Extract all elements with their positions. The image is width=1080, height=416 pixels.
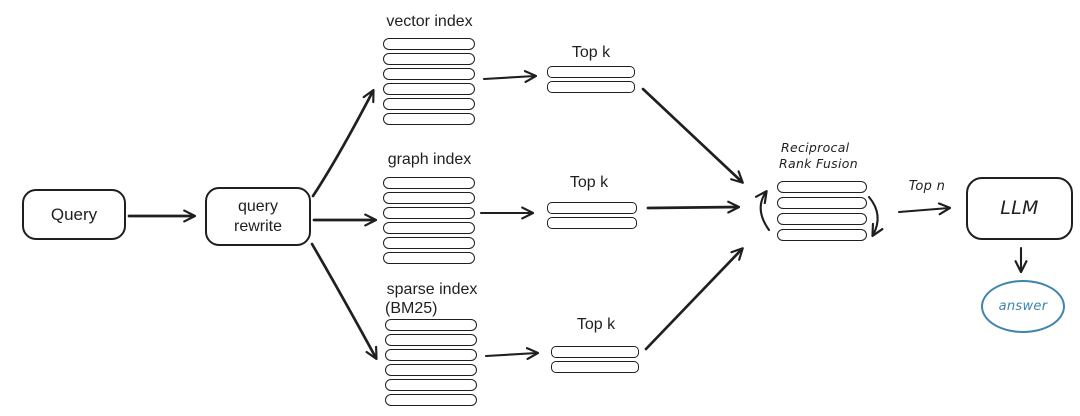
llm-node: LLM [966,177,1073,240]
rrf-cycle-arrow-left [754,190,771,232]
record-bar [385,364,477,376]
query-node: Query [22,189,126,240]
record-bar [383,207,475,219]
record-bar [385,349,477,361]
record-bar [385,394,477,406]
record-bar [383,113,475,125]
query-rewrite-label-line1: query [237,197,279,215]
record-bar [777,213,867,225]
topk-vector-stack [547,66,635,93]
graph-index-stack [383,177,475,264]
arrow-rewrite-to-sparse-index [310,242,378,361]
arrow-vector-index-to-topk [482,70,538,84]
record-bar [385,379,477,391]
record-bar [385,334,477,346]
top-n-label: Top n [908,179,946,194]
record-bar [383,222,475,234]
record-bar [383,237,475,249]
record-bar [383,252,475,264]
topk-sparse-stack [551,346,639,373]
vector-index-label: vector index [386,13,473,30]
query-rewrite-node: query rewrite [205,187,311,246]
topk-graph-stack [547,202,637,229]
arrow-sparse-index-to-topk [484,347,540,361]
record-bar [777,229,867,241]
arrow-rewrite-to-vector-index [311,88,375,198]
record-bar [551,361,639,373]
arrow-topk-graph-to-rrf [646,200,741,214]
arrow-topk-sparse-to-rrf [644,247,744,351]
query-label: Query [50,204,98,224]
record-bar [551,346,639,358]
sparse-index-label-line1: sparse index [386,281,478,298]
llm-label: LLM [1000,196,1039,219]
record-bar [383,38,475,50]
record-bar [385,319,477,331]
topk-graph-label: Top k [569,174,609,191]
record-bar [547,81,635,93]
record-bar [547,202,637,214]
graph-index-label: graph index [387,151,472,168]
rrf-stack [777,181,867,241]
arrow-topk-vector-to-rrf [641,87,744,184]
rrf-label-line2: Rank Fusion [779,156,858,171]
record-bar [383,68,475,80]
query-rewrite-label-line2: rewrite [233,217,282,235]
vector-index-stack [383,38,475,125]
topk-vector-label: Top k [571,44,611,61]
record-bar [383,98,475,110]
record-bar [777,181,867,193]
record-bar [383,192,475,204]
rrf-cycle-arrow-right [867,195,884,238]
rrf-label-line1: Reciprocal [781,140,850,155]
record-bar [547,66,635,78]
record-bar [383,177,475,189]
record-bar [547,217,637,229]
record-bar [383,53,475,65]
answer-node: answer [981,280,1065,333]
answer-label: answer [998,299,1048,314]
topk-sparse-label: Top k [576,316,616,333]
arrow-rrf-to-llm [897,202,952,216]
record-bar [777,197,867,209]
sparse-index-stack [385,319,477,406]
sparse-index-label-line2: (BM25) [385,300,438,317]
record-bar [383,83,475,95]
